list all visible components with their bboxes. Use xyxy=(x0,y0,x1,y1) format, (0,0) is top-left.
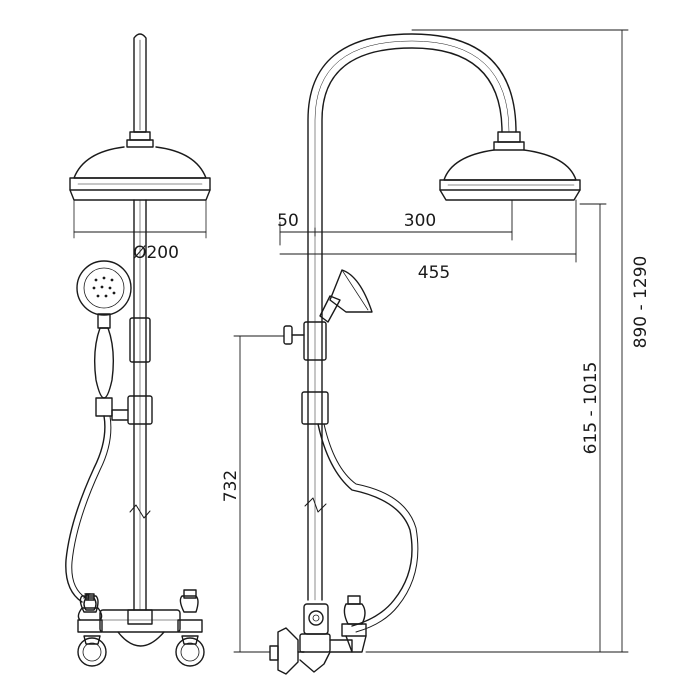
dim-label-300: 300 xyxy=(404,211,436,231)
side-hand-shower-holder xyxy=(319,295,341,323)
front-hose xyxy=(65,415,106,603)
front-right-escutcheon xyxy=(175,637,205,667)
dim-label-615-1015: 615 - 1015 xyxy=(581,362,601,455)
dim-label-diameter: Ø200 xyxy=(133,243,179,263)
dim-label-455: 455 xyxy=(418,263,450,283)
front-slider-bracket xyxy=(129,317,151,363)
front-top-riser xyxy=(133,33,147,133)
front-head-collar xyxy=(129,131,151,141)
dim-label-732: 732 xyxy=(221,470,241,502)
dimension-lines xyxy=(233,29,629,653)
side-slider-bracket xyxy=(303,321,327,361)
dim-label-890-1290: 890 - 1290 xyxy=(631,256,651,349)
front-hand-shower-handle xyxy=(93,327,115,399)
front-right-handle xyxy=(179,595,199,613)
side-wall-bracket xyxy=(283,325,293,345)
side-hand-shower-head xyxy=(329,269,373,313)
side-view xyxy=(269,33,581,675)
front-view xyxy=(65,33,211,667)
side-wall-escutcheon xyxy=(277,627,299,675)
side-hose xyxy=(317,423,413,627)
side-valve-body xyxy=(303,603,329,635)
dim-label-50: 50 xyxy=(277,211,299,231)
front-hand-shower-head xyxy=(76,260,132,316)
front-left-escutcheon xyxy=(77,637,107,667)
side-head-collar xyxy=(497,131,521,143)
front-left-handle xyxy=(83,597,97,611)
side-shower-head xyxy=(443,149,577,181)
side-handle xyxy=(343,603,366,625)
front-shower-head xyxy=(73,146,207,179)
side-arched-riser xyxy=(307,33,517,601)
front-mixer-body xyxy=(99,609,181,633)
